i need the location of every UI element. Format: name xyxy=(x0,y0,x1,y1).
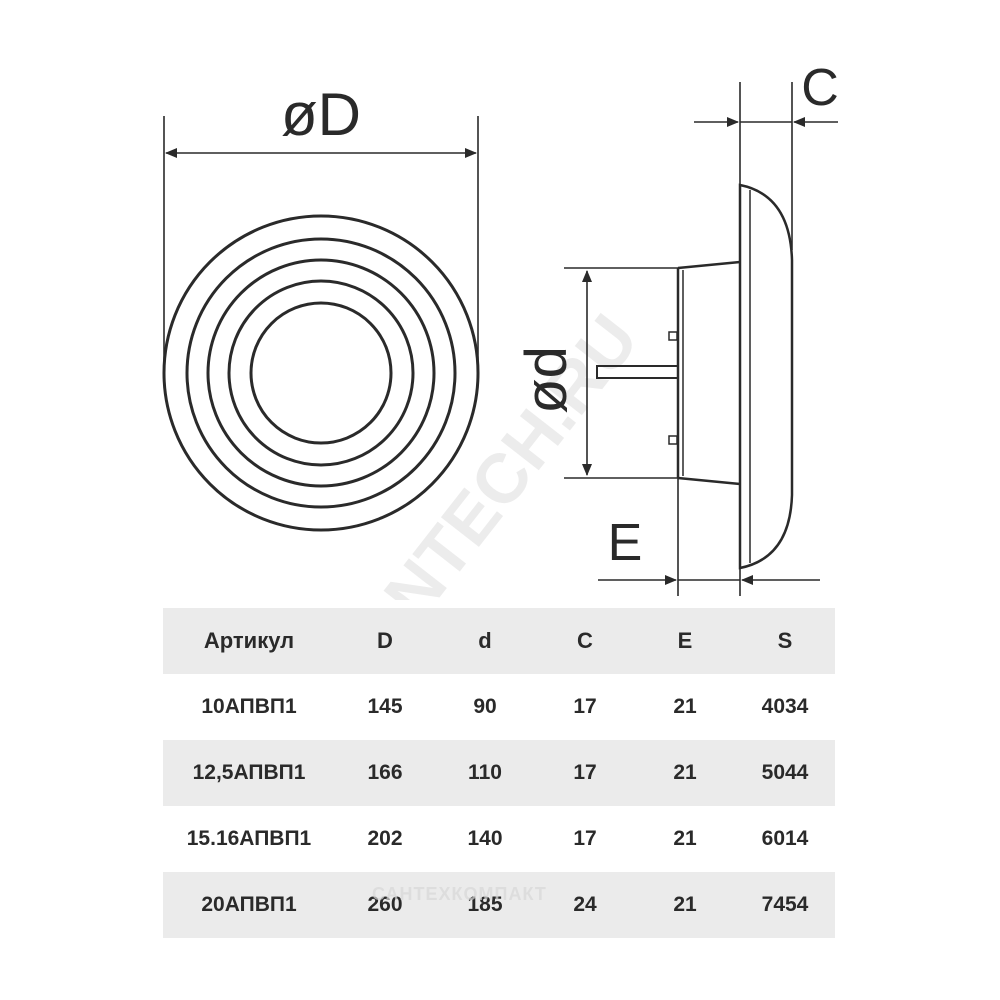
cell-c: 17 xyxy=(573,827,597,850)
dimension-depth xyxy=(598,478,820,596)
specification-table: Артикул D d C E S 10АПВП1 145 90 17 21 4… xyxy=(163,608,835,938)
cell-d-outer: 145 xyxy=(367,695,403,718)
table-row: 12,5АПВП1 166 110 17 21 5044 xyxy=(163,740,835,806)
side-spindle xyxy=(596,365,679,379)
dimension-inner-diameter xyxy=(564,267,678,479)
table-row: 10АПВП1 145 90 17 21 4034 xyxy=(163,674,835,740)
cell-d-outer: 166 xyxy=(367,761,403,784)
cell-c: 24 xyxy=(573,893,597,916)
cell-s: 7454 xyxy=(761,893,809,916)
cell-s: 6014 xyxy=(761,827,809,850)
cell-article: 15.16АПВП1 xyxy=(186,827,312,850)
cell-article: 20АПВП1 xyxy=(201,893,297,916)
inner-ring xyxy=(249,301,393,445)
dimension-outer-diameter xyxy=(163,116,479,370)
cell-s: 4034 xyxy=(761,695,809,718)
table-row: 15.16АПВП1 202 140 17 21 6014 xyxy=(163,806,835,872)
cell-c: 17 xyxy=(573,761,597,784)
side-view xyxy=(596,183,794,570)
label-depth: E xyxy=(608,514,643,572)
dimension-flange xyxy=(694,82,838,250)
header-s: S xyxy=(777,628,793,653)
table-header-row: Артикул D d C E S xyxy=(163,608,835,674)
technical-drawing: SANTECH.RU øD ød C xyxy=(162,59,839,600)
cell-e: 21 xyxy=(673,893,697,916)
table-row: 20АПВП1 260 185 24 21 7454 xyxy=(163,872,835,938)
front-view xyxy=(162,214,480,532)
header-article: Артикул xyxy=(203,628,295,653)
cell-article: 12,5АПВП1 xyxy=(192,761,306,784)
outer-ring xyxy=(162,214,480,532)
cell-d-inner: 140 xyxy=(467,827,503,850)
cell-article: 10АПВП1 xyxy=(201,695,297,718)
cell-d-outer: 202 xyxy=(367,827,403,850)
side-body xyxy=(677,260,741,486)
cell-e: 21 xyxy=(673,827,697,850)
cell-d-inner: 110 xyxy=(468,761,502,784)
side-flange xyxy=(738,183,794,570)
label-flange: C xyxy=(801,59,839,117)
header-c: C xyxy=(577,628,593,653)
cell-s: 5044 xyxy=(761,761,809,784)
ring-4 xyxy=(227,279,415,467)
label-inner-diameter: ød xyxy=(514,346,579,414)
watermark-text: SANTECH.RU xyxy=(309,300,653,600)
ring-2 xyxy=(185,237,457,509)
header-e: E xyxy=(677,628,693,653)
cell-d-outer: 260 xyxy=(367,893,403,916)
ring-3 xyxy=(206,258,436,488)
cell-d-inner: 185 xyxy=(467,893,503,916)
cell-c: 17 xyxy=(573,695,597,718)
header-d-outer: D xyxy=(377,628,393,653)
header-d-inner: d xyxy=(478,628,492,653)
cell-e: 21 xyxy=(673,761,697,784)
watermark-secondary: САНТЕХКОМПАКТ xyxy=(372,884,547,904)
cell-d-inner: 90 xyxy=(473,695,497,718)
label-outer-diameter: øD xyxy=(281,81,361,148)
cell-e: 21 xyxy=(673,695,697,718)
